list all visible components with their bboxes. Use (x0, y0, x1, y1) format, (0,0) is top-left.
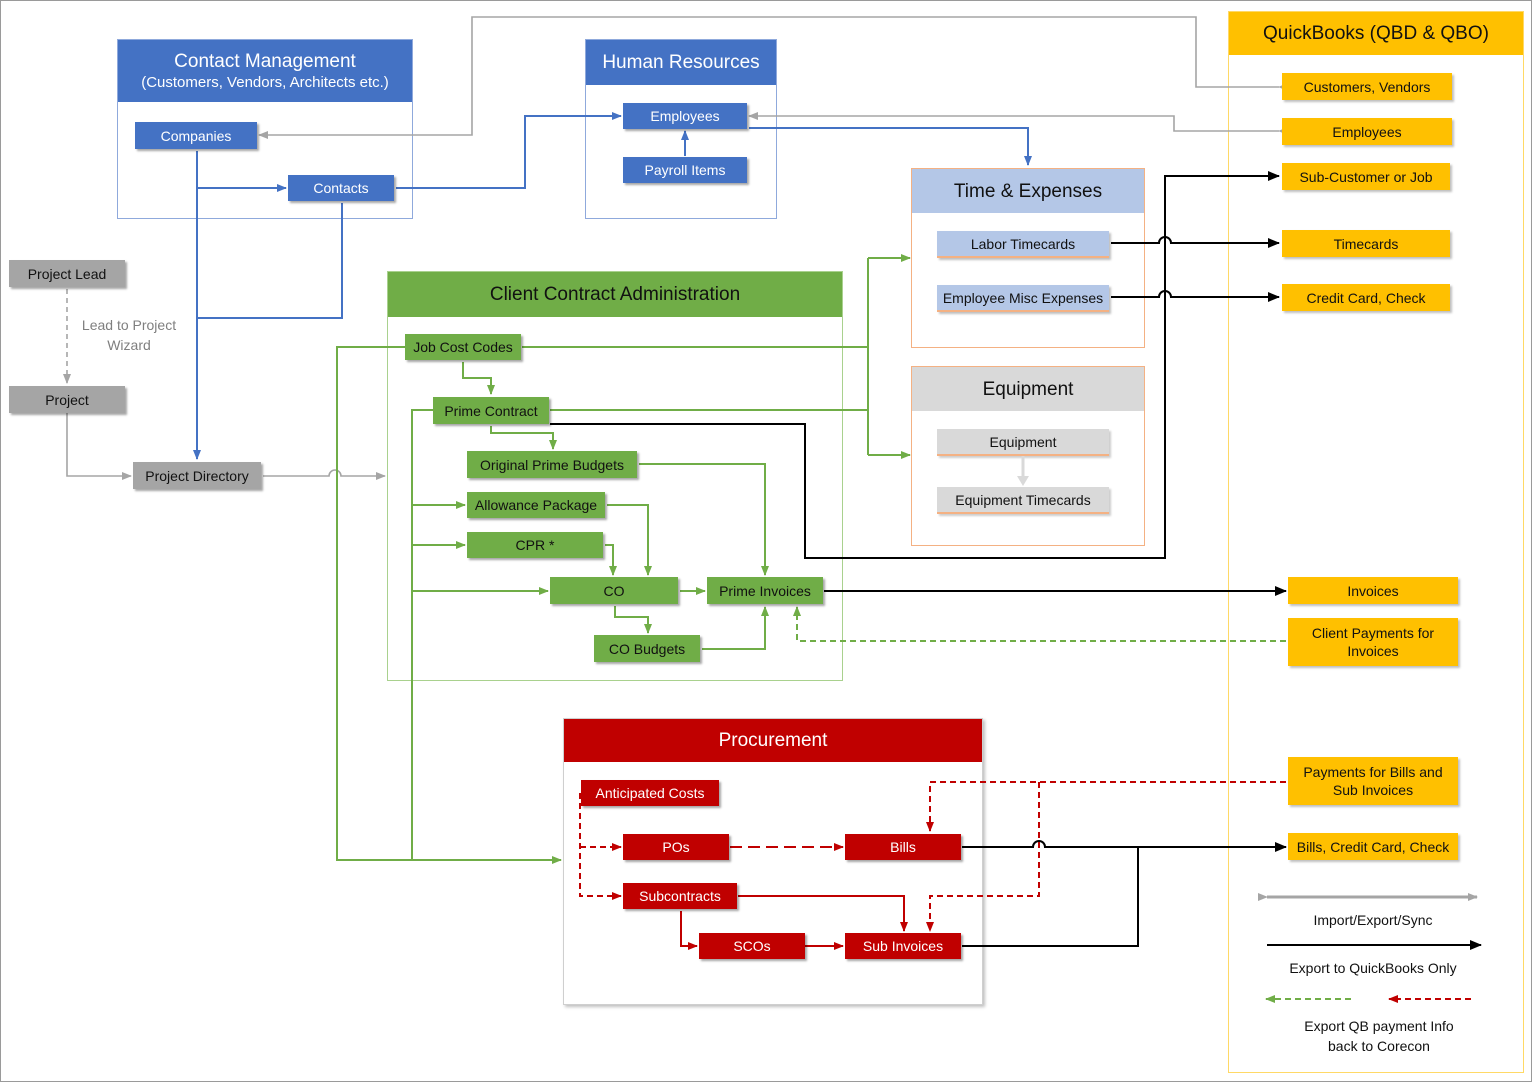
project-directory-node[interactable]: Project Directory (133, 462, 261, 489)
legend-export-only-label: Export to QuickBooks Only (1289, 960, 1457, 976)
legend-payment-back-label: Export QB payment Info back to Corecon (1304, 1018, 1454, 1054)
equipment-group: Equipment (911, 366, 1145, 546)
qb-payments-bills-node[interactable]: Payments for Bills and Sub Invoices (1288, 757, 1458, 805)
payroll-items-node[interactable]: Payroll Items (623, 157, 747, 183)
employees-node[interactable]: Employees (623, 103, 747, 129)
lead-to-project-wizard-label: Lead to Project Wizard (81, 317, 177, 353)
equipment-link-arrow (1017, 456, 1029, 486)
contact-management-title: Contact Management (174, 51, 356, 72)
qb-sub-customer-node[interactable]: Sub-Customer or Job (1282, 163, 1450, 190)
human-resources-header: Human Resources (586, 40, 776, 85)
qb-timecards-node[interactable]: Timecards (1282, 230, 1450, 257)
client-contract-title: Client Contract Administration (489, 284, 741, 305)
bills-node[interactable]: Bills (845, 834, 961, 860)
employee-misc-expenses-node[interactable]: Employee Misc Expenses (937, 285, 1109, 312)
equipment-node[interactable]: Equipment (937, 429, 1109, 456)
equipment-title: Equipment (982, 378, 1074, 400)
co-node[interactable]: CO (550, 577, 678, 604)
project-lead-node[interactable]: Project Lead (9, 260, 125, 287)
subcontracts-node[interactable]: Subcontracts (623, 883, 737, 909)
job-cost-codes-node[interactable]: Job Cost Codes (405, 334, 521, 360)
quickbooks-title: QuickBooks (QBD & QBO) (1263, 23, 1489, 44)
anticipated-costs-node[interactable]: Anticipated Costs (581, 780, 719, 806)
contacts-node[interactable]: Contacts (288, 175, 394, 201)
human-resources-title: Human Resources (602, 52, 760, 73)
scos-node[interactable]: SCOs (699, 933, 805, 959)
equipment-header: Equipment (912, 367, 1144, 411)
qb-invoices-node[interactable]: Invoices (1288, 577, 1458, 604)
pos-node[interactable]: POs (623, 834, 729, 860)
co-budgets-node[interactable]: CO Budgets (594, 635, 700, 662)
equipment-timecards-node[interactable]: Equipment Timecards (937, 487, 1109, 514)
time-expenses-header: Time & Expenses (912, 169, 1144, 213)
labor-timecards-node[interactable]: Labor Timecards (937, 231, 1109, 258)
companies-node[interactable]: Companies (135, 122, 257, 149)
qb-customers-vendors-node[interactable]: Customers, Vendors (1282, 73, 1452, 100)
qb-client-payments-node[interactable]: Client Payments for Invoices (1288, 618, 1458, 666)
allowance-package-node[interactable]: Allowance Package (467, 492, 605, 518)
legend-sync-label: Import/Export/Sync (1313, 912, 1433, 928)
project-node[interactable]: Project (9, 386, 125, 413)
prime-invoices-node[interactable]: Prime Invoices (707, 577, 823, 604)
prime-contract-node[interactable]: Prime Contract (433, 397, 549, 424)
qb-employees-node[interactable]: Employees (1282, 118, 1452, 145)
procurement-header: Procurement (564, 719, 982, 762)
original-prime-budgets-node[interactable]: Original Prime Budgets (467, 451, 637, 478)
time-expenses-title: Time & Expenses (953, 180, 1103, 202)
qb-credit-card-check-node[interactable]: Credit Card, Check (1282, 284, 1450, 311)
quickbooks-header: QuickBooks (QBD & QBO) (1229, 12, 1523, 55)
sub-invoices-node[interactable]: Sub Invoices (845, 933, 961, 959)
procurement-title: Procurement (718, 730, 828, 751)
client-contract-header: Client Contract Administration (388, 272, 842, 317)
qb-bills-credit-check-node[interactable]: Bills, Credit Card, Check (1288, 833, 1458, 860)
cpr-node[interactable]: CPR * (467, 532, 603, 558)
time-expenses-group: Time & Expenses (911, 168, 1145, 348)
